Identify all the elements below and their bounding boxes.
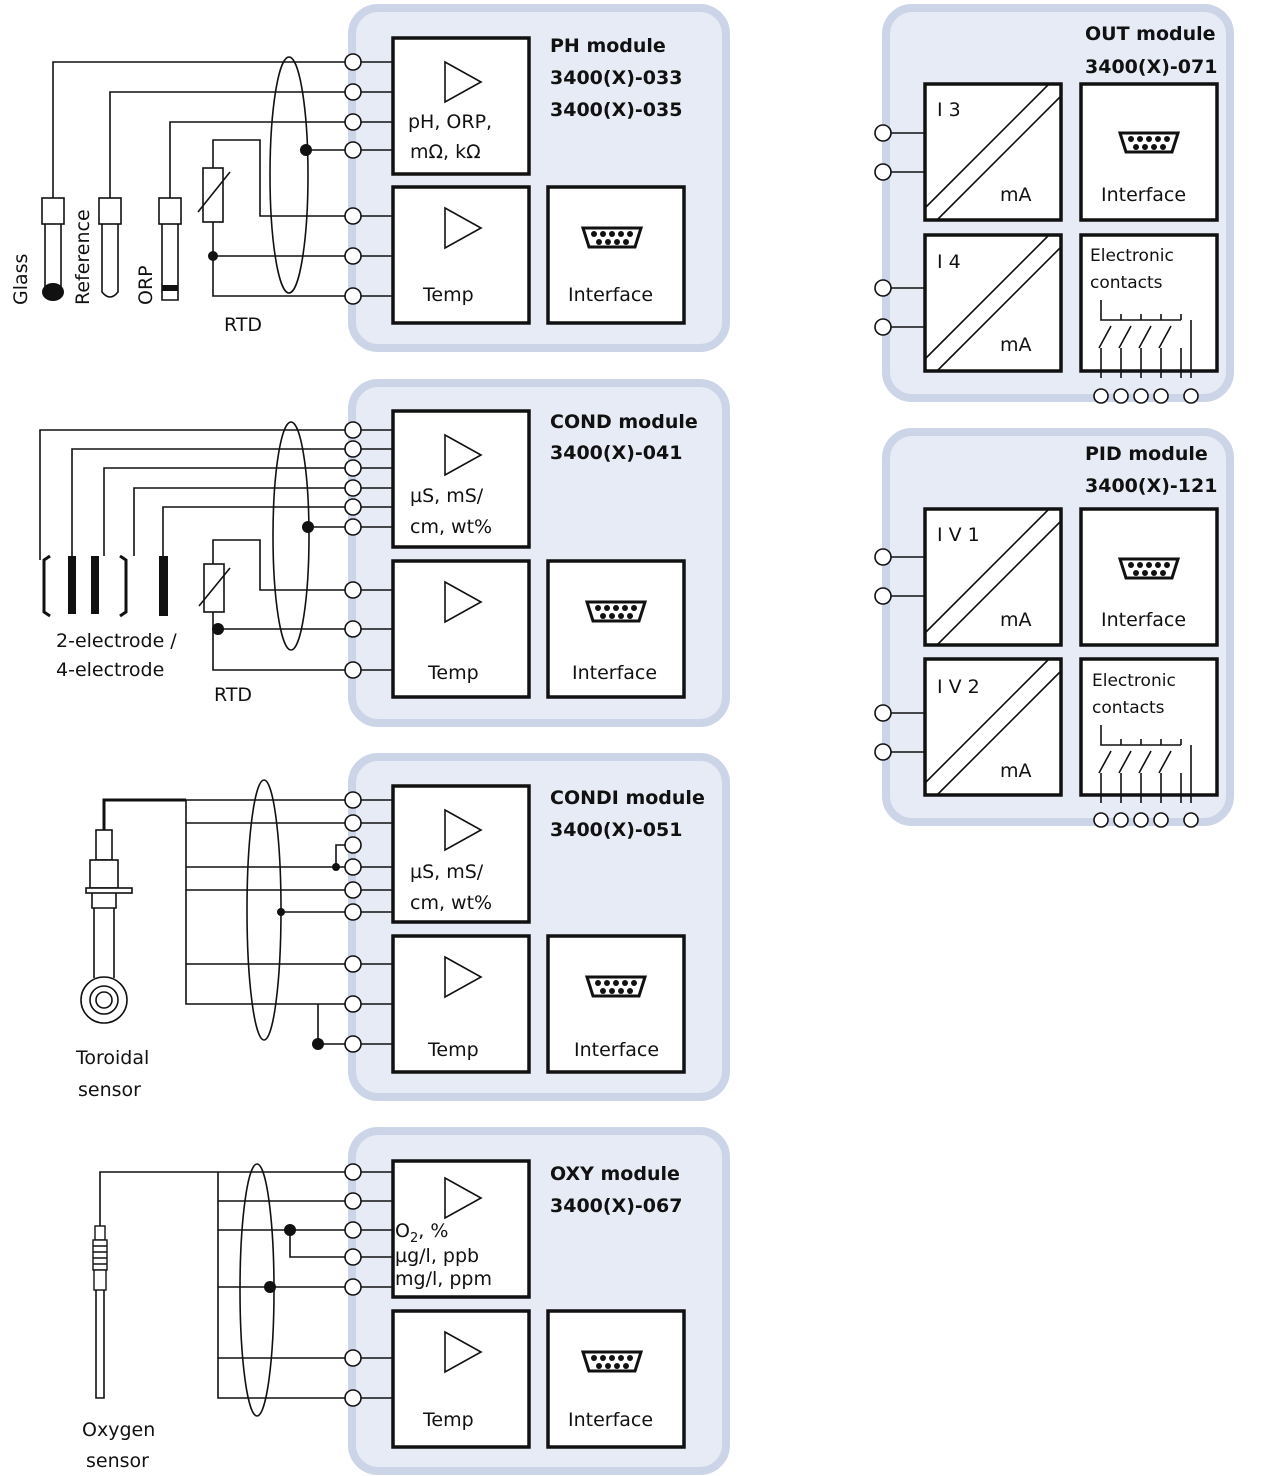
cond-measure-box <box>391 409 531 549</box>
cond-temp-label: Temp <box>427 662 479 684</box>
out-channel-2-label: I 4 <box>937 251 961 273</box>
ph-temp-label: Temp <box>422 284 474 306</box>
pid-channel-1-unit: mA <box>1000 609 1032 631</box>
pid-channel-1-label: I V 1 <box>937 524 980 546</box>
pid-interface-label: Interface <box>1101 609 1186 631</box>
pid-module-code: 3400(X)-121 <box>1085 475 1217 497</box>
condi-sensor-label-1: Toroidal <box>75 1047 149 1069</box>
pid-channel-2-box <box>923 657 1063 797</box>
out-contacts-box <box>1079 233 1219 373</box>
ph-module-code-1: 3400(X)-033 <box>550 67 682 89</box>
ph-units-line2: mΩ, kΩ <box>410 141 481 163</box>
out-channel-2-unit: mA <box>1000 334 1032 356</box>
pid-channel-1-box <box>923 507 1063 647</box>
cond-units-line1: µS, mS/ <box>410 485 484 507</box>
condi-temp-label: Temp <box>427 1039 479 1061</box>
condi-units-line2: cm, wt% <box>410 892 492 914</box>
pid-contacts-box <box>1079 657 1219 797</box>
rtd-label: RTD <box>224 314 262 336</box>
condi-module-title: CONDI module <box>550 787 705 809</box>
cond-sensor-label-2: 4-electrode <box>56 659 164 681</box>
cond-interface-label: Interface <box>572 662 657 684</box>
condi-module-code: 3400(X)-051 <box>550 819 682 841</box>
serial-connector-icon <box>585 600 647 623</box>
condi-measure-box <box>391 784 531 924</box>
oxy-units-line1: O2, % <box>395 1220 448 1246</box>
serial-connector-icon <box>1118 557 1180 580</box>
oxy-units-line3: mg/l, ppm <box>395 1268 492 1290</box>
cond-temp-box <box>391 559 531 699</box>
pid-channel-2-unit: mA <box>1000 760 1032 782</box>
ph-module-title: PH module <box>550 35 666 57</box>
condi-interface-label: Interface <box>574 1039 659 1061</box>
condi-interface-box <box>546 934 686 1074</box>
out-channel-1-box <box>923 82 1063 222</box>
serial-connector-icon <box>581 226 643 249</box>
pid-channel-2-label: I V 2 <box>937 676 980 698</box>
condi-sensor-label-2: sensor <box>78 1079 141 1101</box>
oxy-units-line2: µg/l, ppb <box>395 1245 479 1267</box>
rtd-resistor-icon <box>198 563 231 613</box>
oxy-interface-box <box>546 1309 686 1449</box>
ph-module-code-2: 3400(X)-035 <box>550 99 682 121</box>
out-contacts-label-2: contacts <box>1090 273 1163 293</box>
out-channel-2-box <box>923 233 1063 373</box>
conductivity-electrode-icon <box>42 554 168 618</box>
orp-label: ORP <box>135 265 157 305</box>
out-module-title: OUT module <box>1085 23 1216 45</box>
rtd-resistor-icon <box>197 167 231 223</box>
ph-temp-box <box>391 185 531 325</box>
out-module: I 3 mA I 4 mA Interface Electronic conta… <box>874 4 1234 404</box>
pid-contacts-label-2: contacts <box>1092 698 1165 718</box>
out-contacts-label-1: Electronic <box>1090 246 1174 266</box>
condi-module: µS, mS/ cm, wt% Temp Interface CONDI mod… <box>75 753 730 1101</box>
out-channel-1-unit: mA <box>1000 184 1032 206</box>
cond-interface-box <box>546 559 686 699</box>
condi-units-line1: µS, mS/ <box>410 861 484 883</box>
oxy-sensor-label-1: Oxygen <box>82 1419 155 1441</box>
orp-electrode-icon <box>158 197 182 301</box>
cond-units-line2: cm, wt% <box>410 516 492 538</box>
ph-measure-box <box>391 36 531 176</box>
out-module-code: 3400(X)-071 <box>1085 56 1217 78</box>
glass-label: Glass <box>10 254 32 305</box>
cond-module: µS, mS/ cm, wt% Temp Interface COND modu… <box>39 379 730 727</box>
glass-electrode-icon <box>41 197 65 301</box>
out-interface-box <box>1079 82 1219 222</box>
toroidal-sensor-icon <box>80 829 133 1024</box>
oxy-temp-box <box>391 1309 531 1449</box>
out-interface-label: Interface <box>1101 184 1186 206</box>
oxy-temp-label: Temp <box>422 1409 474 1431</box>
ph-interface-box <box>546 185 686 325</box>
serial-connector-icon <box>581 1350 643 1373</box>
cond-rtd-label: RTD <box>214 684 252 706</box>
serial-connector-icon <box>585 975 647 998</box>
oxy-module: O2, % µg/l, ppb mg/l, ppm Temp Interface… <box>82 1127 730 1475</box>
serial-connector-icon <box>1118 131 1180 154</box>
oxygen-sensor-icon <box>92 1225 108 1399</box>
oxy-measure-box <box>391 1159 531 1299</box>
pid-module: I V 1 mA I V 2 mA Interface Electronic c… <box>874 428 1234 828</box>
ph-interface-label: Interface <box>568 284 653 306</box>
cond-module-title: COND module <box>550 411 698 433</box>
reference-electrode-icon <box>98 197 122 298</box>
cond-sensor-label-1: 2-electrode / <box>56 630 177 652</box>
oxy-module-title: OXY module <box>550 1163 680 1185</box>
cond-module-code: 3400(X)-041 <box>550 442 682 464</box>
reference-label: Reference <box>72 209 94 305</box>
oxy-interface-label: Interface <box>568 1409 653 1431</box>
oxy-sensor-label-2: sensor <box>86 1450 149 1472</box>
ph-module: pH, ORP, mΩ, kΩ Temp Interface PH module… <box>10 4 730 352</box>
pid-module-title: PID module <box>1085 443 1208 465</box>
ph-units-line1: pH, ORP, <box>408 111 492 133</box>
pid-contacts-label-1: Electronic <box>1092 671 1176 691</box>
oxy-module-code: 3400(X)-067 <box>550 1195 682 1217</box>
out-channel-1-label: I 3 <box>937 99 961 121</box>
